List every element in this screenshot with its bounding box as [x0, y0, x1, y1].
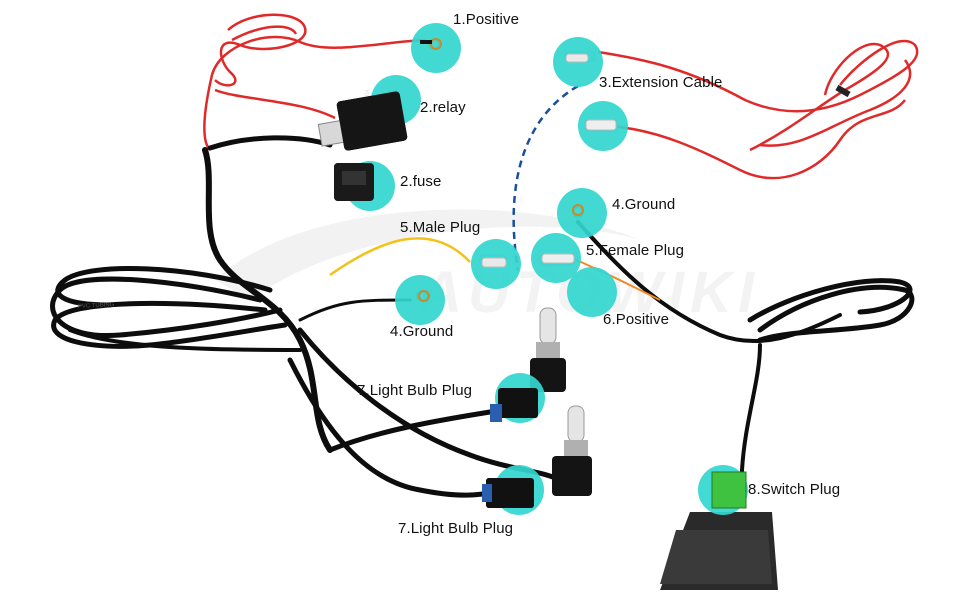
label-positive-6: 6.Positive: [603, 311, 670, 328]
red-wire-positive: [203, 13, 426, 151]
label-ground-left: 4.Ground: [390, 323, 454, 340]
tubing-label: PVC TUBING: [78, 302, 115, 310]
black-wire-harness: [50, 135, 915, 498]
red-wire-extension: [597, 39, 919, 180]
label-bulb-plug-lower: 7.Light Bulb Plug: [398, 520, 514, 537]
marker-positive-6: [567, 267, 617, 317]
label-extension-cable: 3.Extension Cable: [599, 74, 723, 91]
label-male-plug: 5.Male Plug: [400, 219, 481, 236]
label-ground-right: 4.Ground: [612, 196, 676, 213]
label-bulb-plug-upper: 7.Light Bulb Plug: [357, 382, 473, 399]
label-relay: 2.relay: [420, 99, 466, 116]
dashed-connection-line: [512, 84, 579, 271]
label-fuse: 2.fuse: [400, 173, 442, 190]
yellow-wire: [329, 237, 471, 277]
label-female-plug: 5.Female Plug: [586, 242, 685, 259]
label-positive-1: 1.Positive: [453, 11, 520, 28]
extension-cable-tie: [835, 84, 851, 98]
label-switch-plug: 8.Switch Plug: [748, 481, 841, 498]
